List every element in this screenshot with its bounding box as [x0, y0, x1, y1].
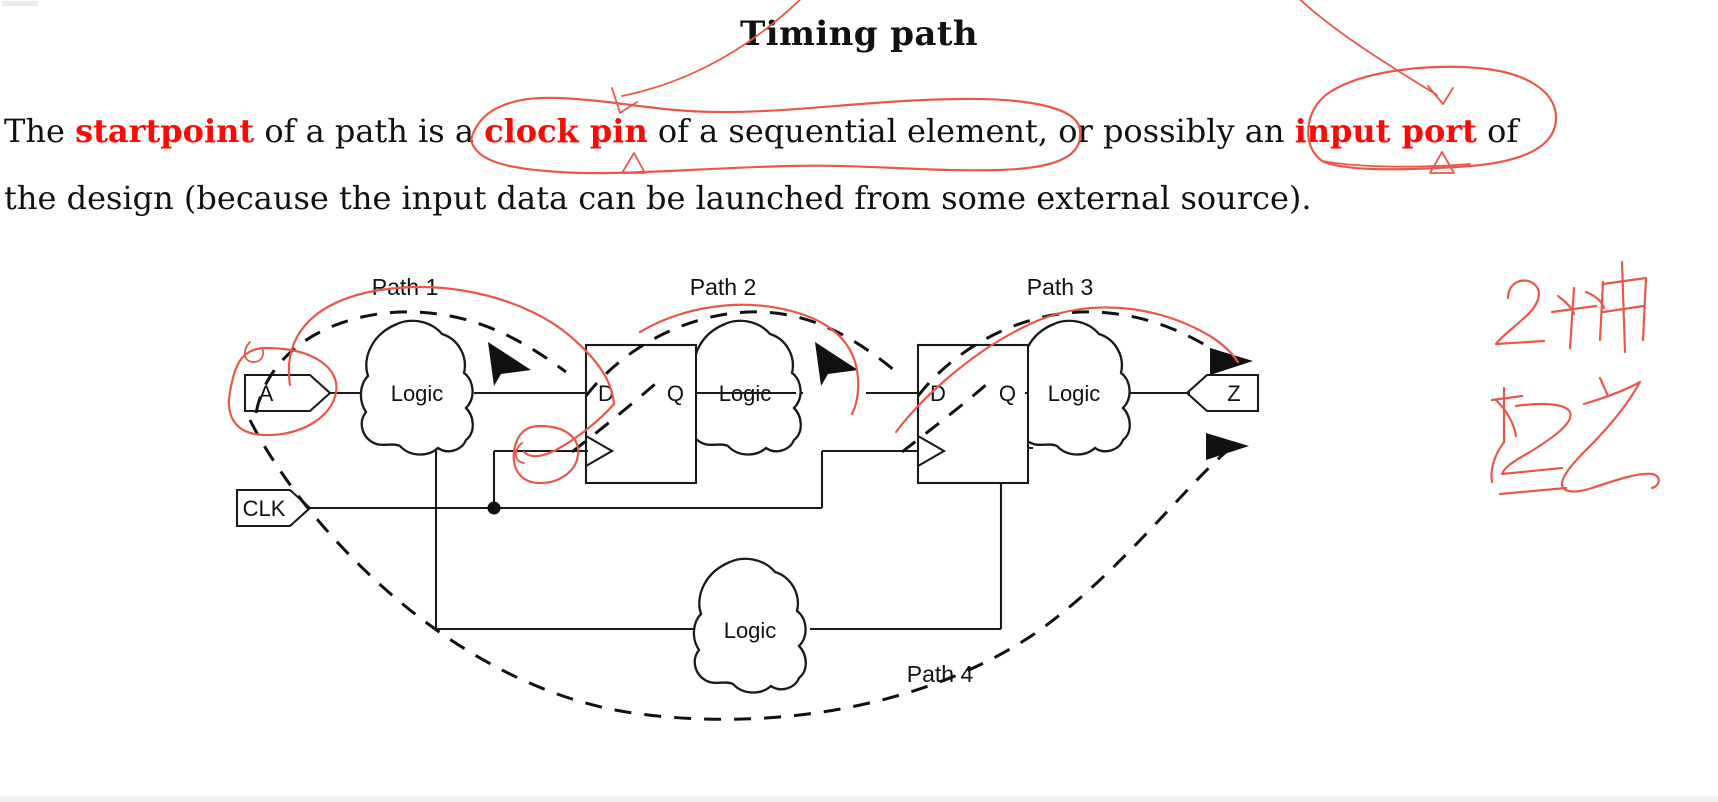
- logic-cloud-1-label: Logic: [391, 381, 444, 406]
- ink-circle-input-port: [1307, 65, 1558, 171]
- ink-arc-path-3: [894, 306, 1240, 434]
- output-port-z-label: Z: [1227, 381, 1240, 406]
- logic-cloud-3: Logic: [1016, 319, 1131, 456]
- dashed-arc-path-1b: [571, 376, 663, 454]
- flipflop-2: D Q: [916, 343, 1030, 485]
- ink-circle-port-a: [227, 346, 338, 437]
- top-left-artifact: [2, 1, 38, 6]
- paragraph-text-1: The: [4, 112, 76, 150]
- path-4-label: Path 4: [907, 661, 974, 687]
- flipflop-2-q-label: Q: [999, 381, 1016, 406]
- logic-cloud-3-label: Logic: [1048, 381, 1101, 406]
- highlight-startpoint: startpoint: [75, 112, 255, 150]
- body-paragraph: The startpoint of a path is a clock pin …: [4, 98, 1714, 232]
- arrowhead-path-4: [1206, 433, 1249, 460]
- paragraph-text-3: of a sequential element, or possibly an: [647, 112, 1295, 150]
- highlight-input-port: input port: [1294, 112, 1477, 150]
- ink-arrow-head-input-port: [1427, 85, 1454, 105]
- ink-hook-port-a: [243, 341, 265, 363]
- flipflop-1-clock-pin-icon: [585, 435, 615, 467]
- ink-circle-clock-pin: [469, 96, 1082, 175]
- ink-arc-path-1: [287, 286, 616, 406]
- logic-cloud-1: Logic: [359, 319, 474, 456]
- flipflop-1: D Q: [584, 343, 698, 485]
- ink-arrow-head-clock-pin: [611, 87, 638, 114]
- wire-corrections: [474, 391, 1028, 453]
- path-arrowheads: [488, 342, 1253, 460]
- handwriting-note-line-1: [1494, 260, 1648, 354]
- dashed-arc-path-2: [584, 310, 895, 397]
- paragraph-text-4: of: [1476, 112, 1519, 150]
- handwriting-note-line-2: [1490, 376, 1660, 496]
- input-port-a-label: A: [259, 381, 274, 406]
- flipflop-1-q-label: Q: [667, 381, 684, 406]
- dashed-arc-path-2b: [901, 376, 995, 454]
- dashed-arc-path-3: [916, 310, 1233, 397]
- ink-caret-clock-pin: [621, 152, 646, 174]
- output-port-z: Z: [1185, 373, 1260, 413]
- logic-cloud-4-label: Logic: [724, 618, 777, 643]
- ink-hook-clock-pin-ff1: [514, 442, 525, 464]
- flipflop-2-d-label: D: [930, 381, 946, 406]
- ink-underline-input-port: [1321, 160, 1471, 168]
- path-2-label: Path 2: [690, 274, 757, 300]
- arrowhead-path-3: [1210, 348, 1253, 375]
- arrowhead-path-1: [488, 342, 531, 386]
- input-port-clk: CLK: [235, 488, 312, 528]
- highlight-clock-pin: clock pin: [484, 112, 648, 150]
- ink-arc-path-1-tail: [522, 402, 616, 458]
- ink-circle-clock-pin-ff1: [512, 424, 580, 485]
- paragraph-text-2: of a path is a: [254, 112, 485, 150]
- ink-caret-input-port: [1429, 151, 1455, 174]
- arrowhead-path-2: [815, 342, 858, 386]
- ink-leader-to-input-port: [1299, 0, 1438, 96]
- page-title: Timing path: [739, 14, 979, 54]
- red-ink-annotations: [227, 0, 1660, 496]
- bottom-edge-artifact: [0, 793, 1718, 802]
- path-text-labels: Path 1 Path 2 Path 3 Path 4: [372, 274, 1094, 687]
- input-port-clk-label: CLK: [243, 496, 286, 521]
- dashed-arc-path-4: [248, 419, 1229, 721]
- ink-arc-path-2: [638, 303, 860, 416]
- clock-junction-dot: [487, 501, 501, 515]
- flipflop-2-clock-pin-icon: [917, 435, 947, 467]
- dashed-arc-path-1: [254, 310, 567, 414]
- logic-cloud-2: Logic: [687, 319, 802, 456]
- input-port-a: A: [243, 373, 332, 413]
- paragraph-line-2: the design (because the input data can b…: [4, 179, 1312, 217]
- ink-leader-to-clock-pin: [621, 0, 802, 97]
- logic-cloud-4: Logic: [692, 557, 807, 694]
- dashed-path-arcs: [248, 310, 1233, 721]
- path-3-label: Path 3: [1027, 274, 1094, 300]
